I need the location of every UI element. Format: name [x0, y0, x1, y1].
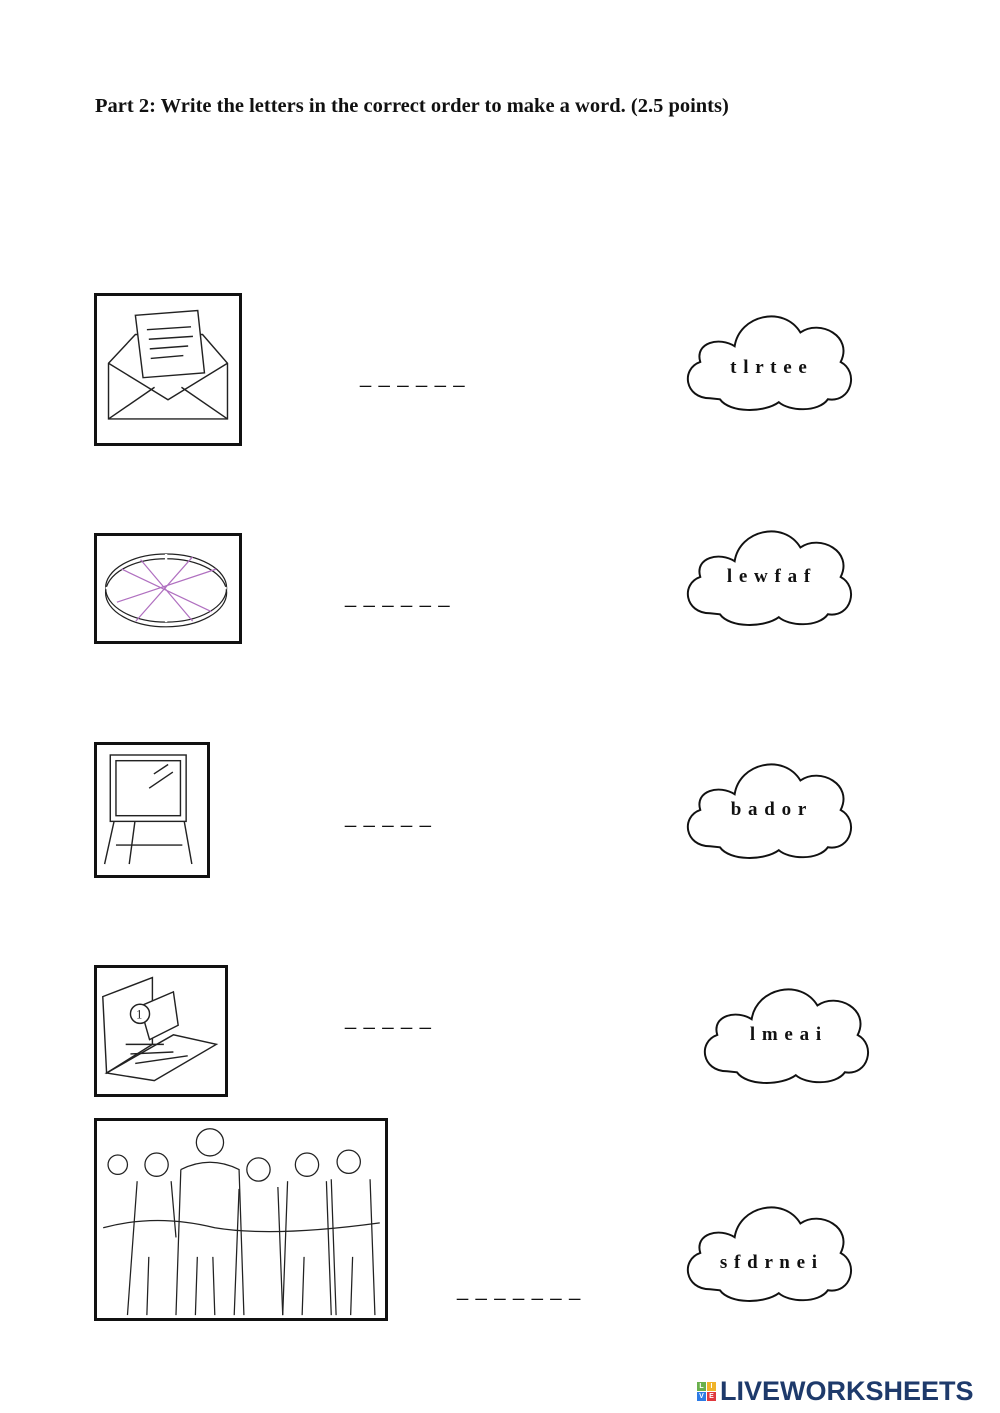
- scrambled-letters-cloud-4: l m e a i: [697, 978, 875, 1086]
- envelope-picture: [94, 293, 242, 446]
- scrambled-letters: b a d o r: [730, 799, 808, 820]
- scrambled-letters: s f d r n e i: [719, 1252, 819, 1273]
- instruction-heading: Part 2: Write the letters in the correct…: [95, 95, 729, 117]
- answer-blank-1[interactable]: _ _ _ _ _ _: [360, 366, 466, 388]
- scrambled-letters: l m e a i: [749, 1024, 823, 1045]
- scrambled-letters: t l r t e e: [730, 357, 808, 378]
- scrambled-letters: l e w f a f: [726, 566, 812, 587]
- svg-text:1: 1: [136, 1008, 142, 1022]
- answer-blank-4[interactable]: _ _ _ _ _: [345, 1008, 432, 1030]
- logo-text: LIVEWORKSHEETS: [720, 1376, 974, 1406]
- answer-blank-5[interactable]: _ _ _ _ _ _ _: [457, 1279, 582, 1301]
- answer-blank-3[interactable]: _ _ _ _ _: [345, 806, 432, 828]
- laptop-email-picture: 1: [94, 965, 228, 1097]
- waffle-picture: [94, 533, 242, 644]
- scrambled-letters-cloud-1: t l r t e e: [680, 305, 858, 413]
- answer-blank-2[interactable]: _ _ _ _ _ _: [345, 586, 451, 608]
- friends-picture: [94, 1118, 388, 1321]
- scrambled-letters-cloud-5: s f d r n e i: [680, 1196, 858, 1304]
- board-picture: [94, 742, 210, 878]
- scrambled-letters-cloud-3: b a d o r: [680, 753, 858, 861]
- scrambled-letters-cloud-2: l e w f a f: [680, 520, 858, 628]
